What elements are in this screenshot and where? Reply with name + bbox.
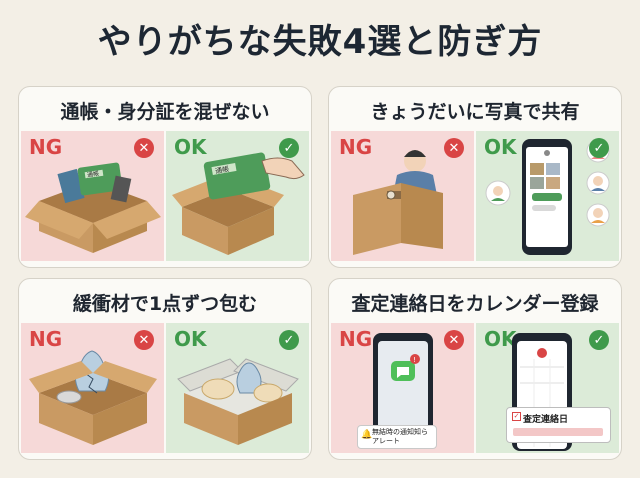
ok-panel: OK ✓ 通帳 [166, 131, 309, 261]
card-title: 緩衝材で1点ずつ包む [72, 293, 258, 315]
ok-panel: OK ✓ ✓ 査定連絡日 [476, 323, 619, 453]
notification-alert: 🔔 無結時の通知知らアレート [357, 425, 437, 449]
svg-text:!: ! [413, 356, 416, 364]
card-photo-share: きょうだいに写真で共有 NG ✕ OK [328, 86, 622, 268]
card-cushioning: 緩衝材で1点ずつ包む NG ✕ OK ✓ [18, 278, 312, 460]
check-icon: ✓ [589, 330, 609, 350]
bell-icon: 🔔 [361, 430, 373, 440]
calendar-event-popup: ✓ 査定連絡日 [506, 407, 611, 443]
checkbox-icon: ✓ [512, 412, 521, 421]
card-title: きょうだいに写真で共有 [370, 101, 580, 123]
ok-label: OK [484, 135, 517, 159]
x-icon: ✕ [134, 138, 154, 158]
card-calendar: 査定連絡日をカレンダー登録 NG ✕ ! 🔔 無結時の通知知らアレート OK ✓ [328, 278, 622, 460]
ng-card-text: 通帳 [87, 169, 100, 179]
ok-label: OK [174, 327, 207, 351]
x-icon: ✕ [134, 330, 154, 350]
ng-panel: NG ✕ ! 🔔 無結時の通知知らアレート [331, 323, 474, 453]
ng-label: NG [29, 327, 63, 351]
phone-message-illustration: ! [373, 333, 433, 449]
card-title: 査定連絡日をカレンダー登録 [351, 293, 599, 315]
calendar-event-text: 査定連絡日 [523, 415, 569, 425]
check-icon: ✓ [279, 330, 299, 350]
alert-text: 無結時の通知知らアレート [372, 428, 428, 445]
ok-label: OK [484, 327, 517, 351]
broken-vase-box-illustration [29, 350, 157, 445]
page-title: やりがちな失敗4選と防ぎ方 [97, 22, 543, 62]
ok-card-text: 通帳 [214, 164, 229, 175]
x-icon: ✕ [444, 330, 464, 350]
ng-label: NG [29, 135, 63, 159]
ok-panel: OK ✓ [476, 131, 619, 261]
ok-label: OK [174, 135, 207, 159]
phone-share-illustration [485, 139, 610, 255]
ng-label: NG [339, 135, 373, 159]
separate-bankbook-illustration: 通帳 [172, 152, 305, 255]
ng-panel: NG ✕ 通帳 [21, 131, 164, 261]
card-no-mixing: 通帳・身分証を混ぜない NG ✕ 通帳 OK ✓ [18, 86, 312, 268]
card-title: 通帳・身分証を混ぜない [60, 101, 270, 123]
ng-panel: NG ✕ [331, 131, 474, 261]
check-icon: ✓ [589, 138, 609, 158]
wrapped-items-box-illustration [177, 358, 299, 445]
ng-panel: NG ✕ [21, 323, 164, 453]
box-mixed-items-illustration: 通帳 [25, 162, 161, 253]
event-bar [513, 428, 603, 436]
check-icon: ✓ [279, 138, 299, 158]
x-icon: ✕ [444, 138, 464, 158]
ng-label: NG [339, 327, 373, 351]
ok-panel: OK ✓ [166, 323, 309, 453]
person-taping-box-illustration [353, 150, 443, 255]
